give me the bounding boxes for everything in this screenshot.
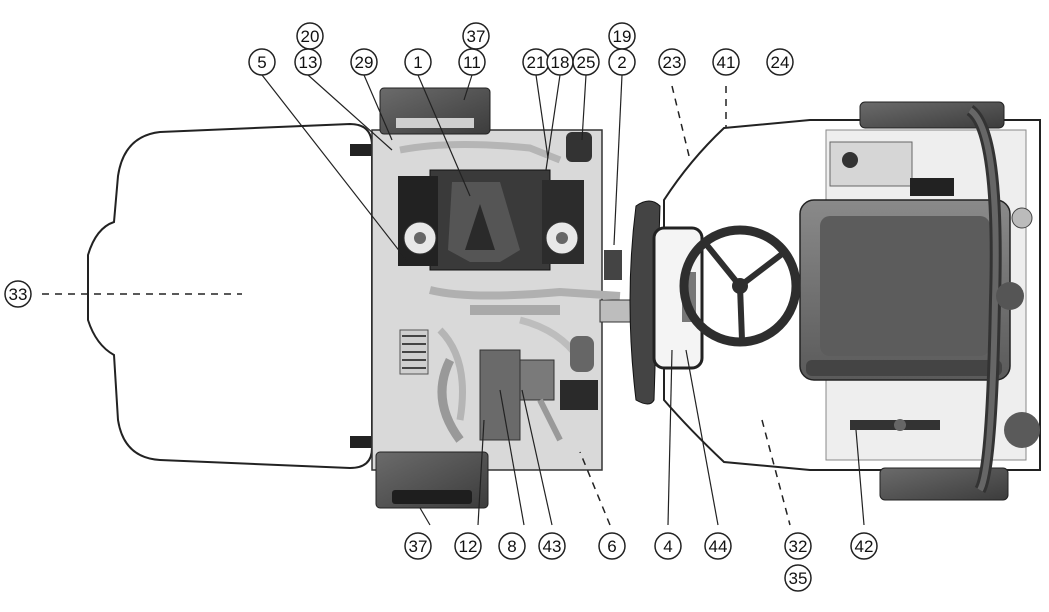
callout-21: 21 <box>522 48 550 76</box>
callout-number: 35 <box>789 569 808 588</box>
callout-number: 25 <box>577 53 596 72</box>
callout-circle <box>458 48 486 76</box>
callout-circle <box>658 48 686 76</box>
callout-20: 20 <box>296 22 324 50</box>
callout-number: 6 <box>607 537 616 556</box>
callout-circle <box>454 532 482 560</box>
callout-circle <box>654 532 682 560</box>
callout-number: 4 <box>663 537 672 556</box>
callout-circle <box>404 532 432 560</box>
callout-circle <box>784 564 812 592</box>
callout-number: 19 <box>613 27 632 46</box>
steering-console <box>629 200 801 405</box>
callout-number: 21 <box>527 53 546 72</box>
callout-25: 25 <box>572 48 600 76</box>
callout-18: 18 <box>546 48 574 76</box>
engine-compartment <box>371 87 621 509</box>
dashed-leader-lines <box>42 85 791 526</box>
callout-19: 19 <box>608 22 636 50</box>
callout-circle <box>766 48 794 76</box>
callout-circle <box>598 532 626 560</box>
callout-circle <box>784 532 812 560</box>
callout-number: 37 <box>467 27 486 46</box>
callout-number: 32 <box>789 537 808 556</box>
callout-number: 20 <box>301 27 320 46</box>
callout-circle <box>704 532 732 560</box>
callout-29: 29 <box>350 48 378 76</box>
front-hood <box>87 122 390 470</box>
callout-6: 6 <box>598 532 626 560</box>
callout-33: 33 <box>4 280 32 308</box>
callout-circle <box>350 48 378 76</box>
callout-5: 5 <box>248 48 276 76</box>
callout-35: 35 <box>784 564 812 592</box>
callout-number: 8 <box>507 537 516 556</box>
callout-circle <box>404 48 432 76</box>
callout-circle <box>248 48 276 76</box>
callout-number: 43 <box>543 537 562 556</box>
callout-circle <box>498 532 526 560</box>
callout-circle <box>850 532 878 560</box>
callout-circle <box>712 48 740 76</box>
callout-number: 13 <box>299 53 318 72</box>
callout-number: 18 <box>551 53 570 72</box>
callout-number: 23 <box>663 53 682 72</box>
callout-number: 44 <box>709 537 728 556</box>
callout-8: 8 <box>498 532 526 560</box>
callout-44: 44 <box>704 532 732 560</box>
leader-lines <box>261 74 865 526</box>
callout-32: 32 <box>784 532 812 560</box>
callout-13: 13 <box>294 48 322 76</box>
callout-2: 2 <box>608 48 636 76</box>
callout-circle <box>4 280 32 308</box>
callout-number: 37 <box>409 537 428 556</box>
callout-circle <box>294 48 322 76</box>
callout-1: 1 <box>404 48 432 76</box>
callout-number: 2 <box>617 53 626 72</box>
callout-23: 23 <box>658 48 686 76</box>
rear-body <box>663 101 1041 501</box>
callout-number: 24 <box>771 53 790 72</box>
callout-number: 12 <box>459 537 478 556</box>
callout-41: 41 <box>712 48 740 76</box>
callout-12: 12 <box>454 532 482 560</box>
callout-number: 1 <box>413 53 422 72</box>
callout-4: 4 <box>654 532 682 560</box>
callout-circle <box>608 48 636 76</box>
callout-circle <box>538 532 566 560</box>
callout-42: 42 <box>850 532 878 560</box>
callout-circle <box>572 48 600 76</box>
callout-number: 29 <box>355 53 374 72</box>
callout-number: 11 <box>463 53 481 72</box>
callout-number: 5 <box>257 53 266 72</box>
callout-37: 37 <box>404 532 432 560</box>
callout-37: 37 <box>462 22 490 50</box>
callout-24: 24 <box>766 48 794 76</box>
callout-number: 42 <box>855 537 874 556</box>
callout-number: 41 <box>717 53 736 72</box>
callout-43: 43 <box>538 532 566 560</box>
callout-11: 11 <box>458 48 486 76</box>
callout-number: 33 <box>9 285 28 304</box>
